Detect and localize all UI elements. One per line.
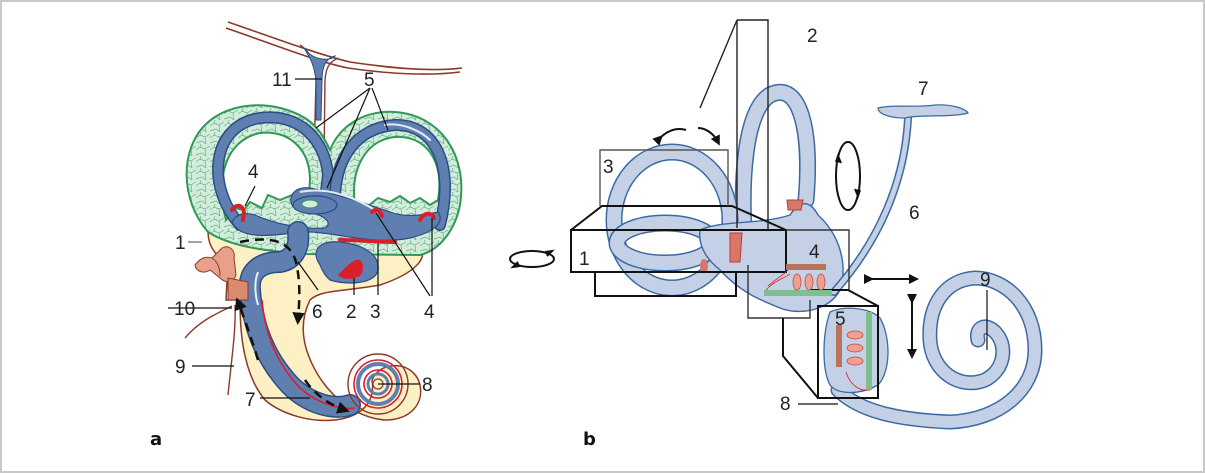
cochlea-spiral <box>830 270 1043 430</box>
inset-box-2 <box>699 19 769 230</box>
callout-a-4-lower: 4 <box>424 302 435 323</box>
callout-a-6: 6 <box>312 302 323 323</box>
semicircular-ducts <box>212 111 451 231</box>
callout-a-10: 10 <box>174 299 195 320</box>
callout-b-4: 4 <box>809 242 820 263</box>
stapes <box>194 246 237 283</box>
anterior-semicircular-duct <box>734 84 816 254</box>
leader-lines-b <box>798 290 988 405</box>
callout-a-4-upper: 4 <box>248 162 259 183</box>
callout-b-3: 3 <box>603 157 614 178</box>
macula-sacculi-detail <box>836 312 872 391</box>
rotation-arrow-horizontal <box>509 249 555 269</box>
posterior-semicircular-duct <box>605 143 739 297</box>
crista-ampullaris <box>370 207 384 218</box>
callout-b-9: 9 <box>980 270 991 291</box>
panel-a-illustration: 1 2 3 4 4 5 6 7 8 9 10 11 a <box>150 21 463 450</box>
callout-a-8: 8 <box>422 375 433 396</box>
callout-a-3: 3 <box>370 302 381 323</box>
cupula <box>700 259 708 273</box>
flow-arrow-scala-tympani <box>234 297 260 361</box>
crista-ampullaris <box>418 211 436 222</box>
callout-b-5: 5 <box>835 309 846 330</box>
callout-b-6: 6 <box>909 203 920 224</box>
macula-utriculi-detail <box>764 264 832 296</box>
crista-ampullaris <box>230 203 247 222</box>
callout-a-2: 2 <box>346 302 357 323</box>
panel-label-b: b <box>583 429 596 450</box>
endolymphatic-sac <box>877 104 969 119</box>
panel-label-a: a <box>150 429 162 450</box>
rotation-arrow-sagittal <box>835 141 861 211</box>
macula-utriculi <box>338 238 397 244</box>
rotation-arrow-frontal <box>652 127 720 146</box>
leader-lines-a <box>168 78 433 399</box>
callout-a-7: 7 <box>245 390 256 411</box>
callout-b-1: 1 <box>579 249 590 270</box>
callout-b-7: 7 <box>918 79 929 100</box>
panel-b-illustration: 1 2 3 4 5 6 7 8 9 b <box>509 19 1043 450</box>
cochlea-apex <box>347 353 409 415</box>
endolymphatic-sac <box>303 47 337 121</box>
flow-arrow-to-apex <box>303 379 350 414</box>
callout-b-2: 2 <box>807 26 818 47</box>
cupula <box>729 232 743 263</box>
cupula <box>786 199 804 211</box>
callout-a-9: 9 <box>175 357 186 378</box>
flow-arrow-scala-vestibuli <box>239 238 305 325</box>
round-window <box>227 277 249 301</box>
macula-sacculi <box>338 259 364 279</box>
callout-a-1: 1 <box>175 233 186 254</box>
callout-a-5: 5 <box>364 70 375 91</box>
callout-b-8: 8 <box>780 394 791 415</box>
callout-a-11: 11 <box>272 70 292 91</box>
inset-box-3 <box>599 149 729 206</box>
